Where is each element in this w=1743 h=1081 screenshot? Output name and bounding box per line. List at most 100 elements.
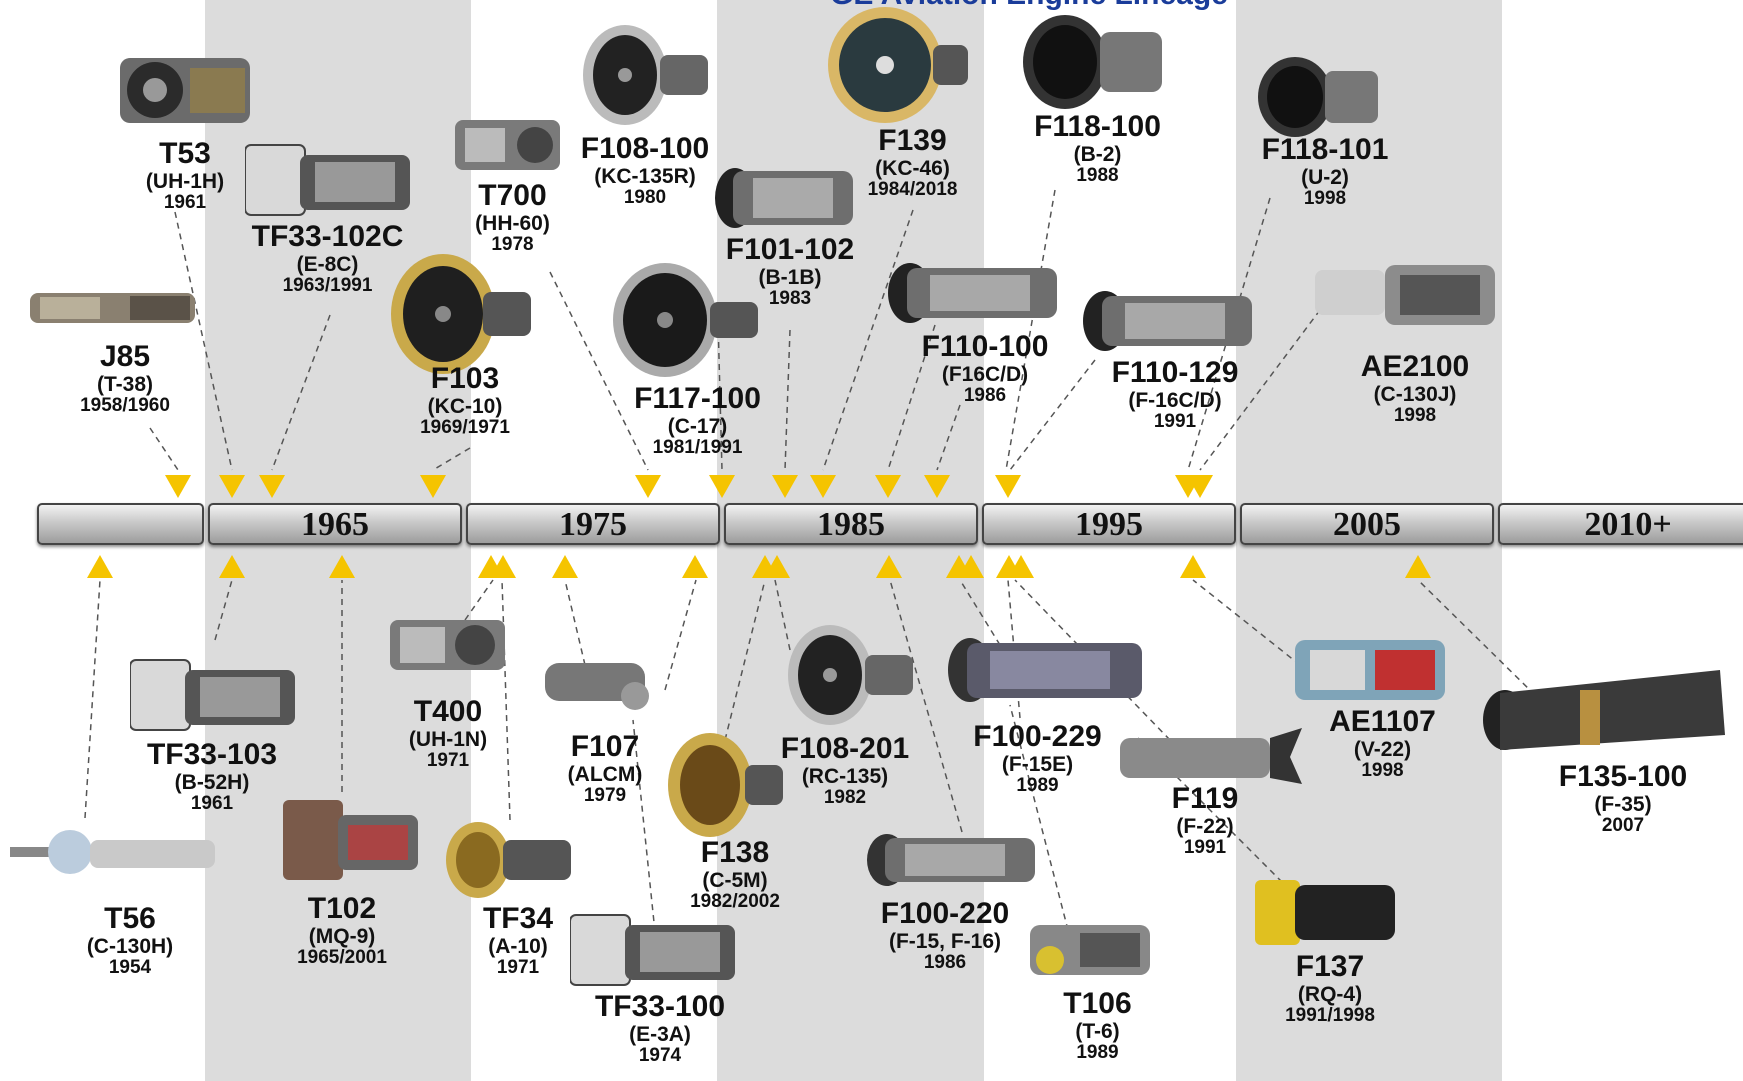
engine-aircraft: (F-16C/D) bbox=[1128, 389, 1222, 412]
engine-year: 1978 bbox=[491, 234, 534, 256]
engine-year: 1991 bbox=[1183, 837, 1227, 859]
high-bypass-turbofan-icon bbox=[580, 20, 710, 130]
marker-f110-100 bbox=[875, 475, 901, 498]
engine-year: 1954 bbox=[108, 957, 152, 979]
high-bypass-turbofan-icon bbox=[665, 730, 785, 840]
engine-year: 1991/1998 bbox=[1285, 1005, 1375, 1027]
engine-name: J85 bbox=[99, 340, 151, 373]
engine-name: F103 bbox=[430, 362, 500, 395]
engine-year: 1969/1971 bbox=[420, 417, 510, 439]
engine-label-f100-229: F100-229 (F-15E) 1989 bbox=[960, 720, 1115, 797]
engine-aircraft: (U-2) bbox=[1301, 166, 1349, 189]
engine-year: 1998 bbox=[1393, 405, 1437, 427]
marker-f103 bbox=[420, 475, 446, 498]
engine-name: F139 bbox=[878, 124, 947, 157]
engine-label-f118-100: F118-100 (B-2) 1988 bbox=[1025, 110, 1170, 187]
engine-label-f103: F103 (KC-10) 1969/1971 bbox=[405, 362, 525, 439]
marker-tf34 bbox=[490, 555, 516, 578]
engine-aircraft: (C-5M) bbox=[702, 869, 768, 892]
engine-name: T56 bbox=[104, 902, 156, 935]
engine-aircraft: (C-130J) bbox=[1373, 383, 1457, 406]
engine-label-j85: J85 (T-38) 1958/1960 bbox=[65, 340, 185, 417]
engine-year: 1989 bbox=[1016, 775, 1059, 797]
engine-aircraft: (F16C/D) bbox=[941, 363, 1029, 386]
engine-aircraft: (F-15E) bbox=[1001, 753, 1074, 776]
turbofan-engine-icon bbox=[1255, 55, 1380, 140]
engine-aircraft: (C-130H) bbox=[86, 935, 174, 958]
engine-aircraft: (MQ-9) bbox=[308, 925, 376, 948]
engine-year: 1986 bbox=[963, 385, 1007, 407]
afterburning-turbofan-icon bbox=[1120, 728, 1305, 786]
engine-name: F118-100 bbox=[1034, 110, 1161, 143]
engine-label-f101-102: F101-102 (B-1B) 1983 bbox=[715, 233, 865, 310]
marker-t102 bbox=[329, 555, 355, 578]
turboshaft-engine-icon bbox=[115, 48, 255, 133]
engine-aircraft: (B-1B) bbox=[758, 266, 822, 289]
engine-name: F117-100 bbox=[634, 382, 761, 415]
turboprop-engine-icon bbox=[1020, 905, 1165, 990]
timeline-segment-1995: 1995 bbox=[982, 503, 1236, 545]
engine-year: 1982 bbox=[823, 787, 867, 809]
engine-year: 1974 bbox=[638, 1045, 682, 1067]
turboprop-engine-icon bbox=[10, 822, 220, 882]
engine-name: TF34 bbox=[482, 902, 554, 935]
engine-name: F110-129 bbox=[1111, 356, 1239, 389]
engine-label-t56: T56 (C-130H) 1954 bbox=[75, 902, 185, 979]
engine-name: F110-100 bbox=[921, 330, 1049, 363]
afterburning-turbofan-icon bbox=[713, 163, 858, 233]
marker-f107 bbox=[682, 555, 708, 578]
engine-name: T102 bbox=[307, 892, 377, 925]
engine-name: T53 bbox=[159, 137, 211, 170]
engine-name: F108-100 bbox=[580, 132, 710, 165]
engine-year: 1982/2002 bbox=[690, 891, 780, 913]
engine-year: 1971 bbox=[496, 957, 540, 979]
engine-name: T400 bbox=[413, 695, 483, 728]
timeline-segment-1985: 1985 bbox=[724, 503, 978, 545]
engine-aircraft: (E-3A) bbox=[629, 1023, 691, 1046]
engine-name: F101-102 bbox=[725, 233, 855, 266]
engine-label-tf33-103: TF33-103 (B-52H) 1961 bbox=[137, 738, 287, 815]
marker-t106 bbox=[958, 555, 984, 578]
engine-year: 1958/1960 bbox=[80, 395, 170, 417]
marker-t700 bbox=[635, 475, 661, 498]
engine-name: T106 bbox=[1063, 987, 1132, 1020]
engine-year: 1971 bbox=[426, 750, 470, 772]
afterburning-turbofan-icon bbox=[945, 633, 1145, 708]
turbofan-engine-icon bbox=[570, 910, 740, 990]
turboshaft-engine-icon bbox=[450, 110, 565, 180]
engine-aircraft: (HH-60) bbox=[475, 212, 550, 235]
engine-name: F119 bbox=[1171, 782, 1239, 815]
engine-year: 1986 bbox=[923, 952, 967, 974]
small-turbofan-icon bbox=[540, 648, 665, 713]
engine-label-tf33-100: TF33-100 (E-3A) 1974 bbox=[585, 990, 735, 1067]
engine-aircraft: (RQ-4) bbox=[1297, 983, 1363, 1006]
engine-name: F135-100 bbox=[1558, 760, 1688, 793]
marker-f139 bbox=[810, 475, 836, 498]
engine-name: F138 bbox=[700, 836, 770, 869]
engine-label-f119: F119 (F-22) 1991 bbox=[1155, 782, 1255, 859]
engine-label-ae1107: AE1107 (V-22) 1998 bbox=[1315, 705, 1450, 782]
engine-label-f110-100: F110-100 (F16C/D) 1986 bbox=[910, 330, 1060, 407]
engine-aircraft: (B-2) bbox=[1073, 143, 1122, 166]
engine-label-f117-100: F117-100 (C-17) 1981/1991 bbox=[620, 382, 775, 459]
engine-label-f137: F137 (RQ-4) 1991/1998 bbox=[1270, 950, 1390, 1027]
engine-aircraft: (KC-135R) bbox=[594, 165, 696, 188]
engine-label-t102: T102 (MQ-9) 1965/2001 bbox=[282, 892, 402, 969]
high-bypass-turbofan-icon bbox=[388, 252, 533, 377]
marker-f135-100 bbox=[1405, 555, 1431, 578]
high-bypass-turbofan-icon bbox=[610, 260, 760, 380]
engine-aircraft: (A-10) bbox=[488, 935, 548, 958]
engine-label-t700: T700 (HH-60) 1978 bbox=[455, 179, 570, 256]
engine-label-f108-100: F108-100 (KC-135R) 1980 bbox=[570, 132, 720, 209]
engine-year: 1983 bbox=[768, 288, 812, 310]
engine-name: T700 bbox=[478, 179, 547, 212]
engine-name: F137 bbox=[1295, 950, 1365, 983]
engine-name: TF33-103 bbox=[146, 738, 278, 771]
high-bypass-turbofan-icon bbox=[785, 620, 915, 730]
engine-label-t106: T106 (T-6) 1989 bbox=[1045, 987, 1150, 1064]
engine-label-f138: F138 (C-5M) 1982/2002 bbox=[680, 836, 790, 913]
turbofan-engine-icon bbox=[245, 140, 415, 220]
engine-year: 1991 bbox=[1153, 411, 1197, 433]
engine-year: 1988 bbox=[1076, 165, 1119, 187]
engine-name: F118-101 bbox=[1261, 133, 1389, 166]
